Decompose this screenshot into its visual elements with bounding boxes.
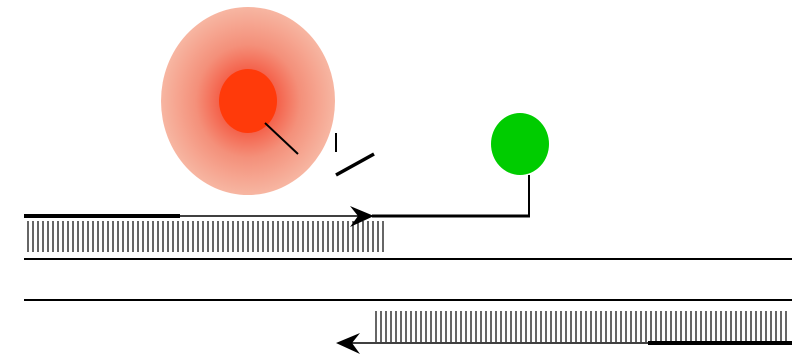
base-pair-hatch-lower [375,311,787,342]
quencher-linker [264,122,299,155]
quencher-core-icon [219,69,277,133]
arrowhead-left-icon [336,333,360,354]
reporter-dye-icon [491,113,549,175]
cleaved-fragment-long [335,152,375,177]
arrowhead-right-icon [350,206,374,227]
base-pair-hatch-upper [27,221,384,252]
